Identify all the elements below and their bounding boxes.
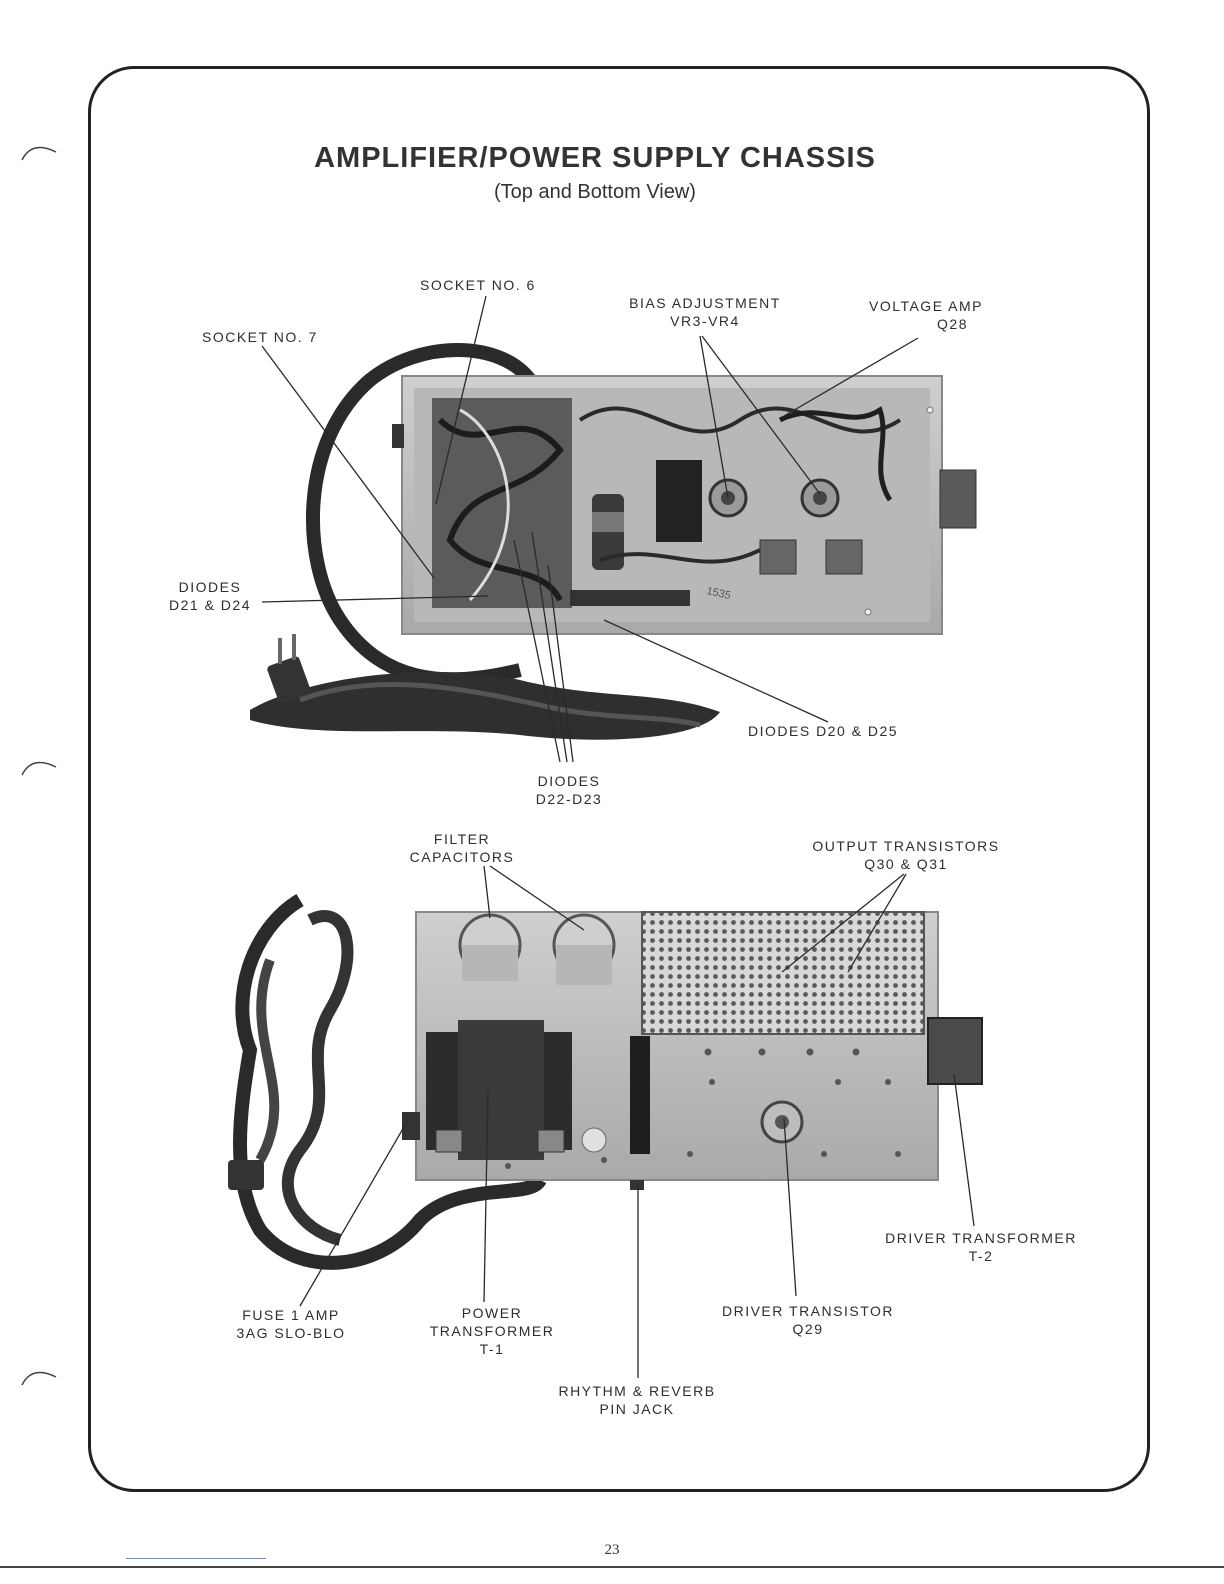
scan-rule-blue [126, 1558, 266, 1559]
bottom-view-photo [228, 894, 983, 1270]
top-view-leader-lines [261, 295, 919, 763]
punch-hole-mark [21, 761, 57, 776]
scan-rule [0, 1566, 1224, 1568]
bottom-view-leader-lines [299, 865, 975, 1378]
page-border [88, 66, 1150, 1492]
page-subtitle: (Top and Bottom View) [494, 181, 696, 203]
label-diodes-d20-d25: DIODES D20 & D25 [748, 723, 899, 739]
power-cord-coil [233, 894, 547, 1270]
punch-hole-mark [21, 146, 57, 161]
label-socket-7: SOCKET NO. 7 [202, 329, 318, 345]
top-view-photo: 1535 [250, 343, 977, 740]
label-socket-6: SOCKET NO. 6 [420, 277, 536, 293]
page-title: AMPLIFIER/POWER SUPPLY CHASSIS [314, 142, 876, 174]
page-number: 23 [604, 1542, 620, 1558]
chassis-stamp: 1535 [705, 585, 731, 602]
punch-hole-mark [21, 1371, 57, 1386]
